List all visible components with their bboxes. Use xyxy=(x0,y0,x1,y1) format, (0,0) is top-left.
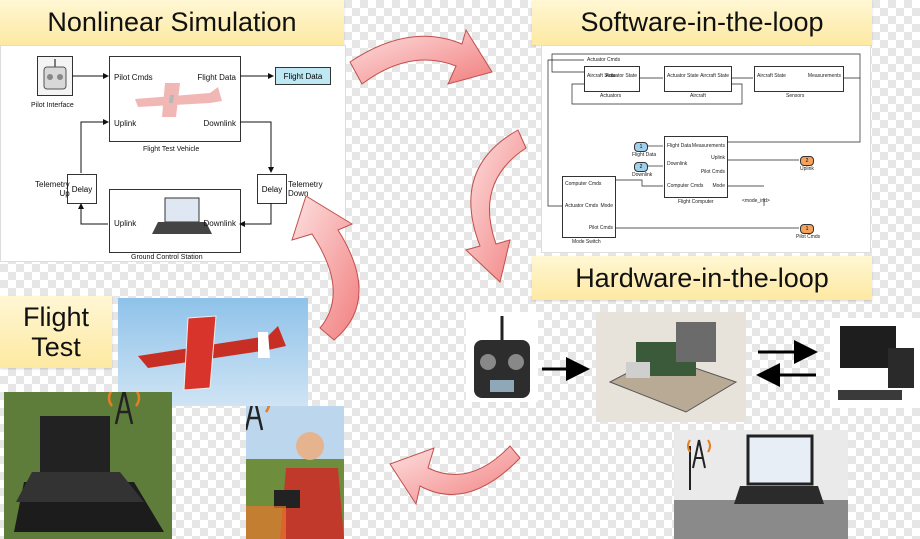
airplane-in-flight-photo xyxy=(118,298,308,406)
outport-2: 2 xyxy=(634,162,648,172)
desktop-computer-photo xyxy=(830,318,920,408)
delay-left-block: Delay xyxy=(67,174,97,204)
pilot-cmds-port: Pilot Cmds xyxy=(114,73,153,82)
downlink-port: Downlink xyxy=(203,119,236,128)
flight-computer-label: Flight Computer xyxy=(678,199,714,205)
pilot-with-transmitter-photo xyxy=(246,406,344,539)
outport-1: 1 xyxy=(634,142,648,152)
arrow-right xyxy=(465,129,527,283)
inport-1: 1 xyxy=(800,224,814,234)
radio-tower-icon xyxy=(684,434,714,470)
inport-1-label: Pilot Cmds xyxy=(796,234,821,240)
hil-laptop-photo xyxy=(674,430,848,539)
flight-computer-block: Flight Data Downlink Computer Cmds Measu… xyxy=(664,136,728,198)
actuators-block: Actuator Cmds Aircraft State Actuator St… xyxy=(584,57,640,92)
mode-switch-block: Computer Cmds Actuator Cmds Mode Pilot C… xyxy=(562,176,616,238)
arrow-left xyxy=(291,195,360,341)
inport-2-label: Uplink xyxy=(800,166,814,172)
outport-2-label: Downlink xyxy=(632,172,653,178)
flight-data-port: Flight Data xyxy=(197,73,236,82)
aircraft-label: Aircraft xyxy=(690,93,706,99)
radio-tower-icon xyxy=(246,406,274,434)
transmitter-icon xyxy=(43,59,67,90)
sensors-label: Sensors xyxy=(786,93,805,99)
gcs-uplink-port: Uplink xyxy=(114,219,137,228)
flight-test-title: Flight Test xyxy=(0,296,112,368)
pilot-interface-block xyxy=(37,56,73,96)
nonlinear-sim-wires xyxy=(72,73,274,227)
inport-2: 2 xyxy=(800,156,814,166)
arrow-bottom xyxy=(389,445,521,506)
sil-wires xyxy=(547,53,861,229)
uplink-port: Uplink xyxy=(114,119,137,128)
flight-data-output: Flight Data xyxy=(275,67,331,85)
aircraft-block: Actuator State Aircraft State xyxy=(664,66,732,92)
delay-right-block: Delay xyxy=(257,174,287,204)
telemetry-up-label: Telemetry Up xyxy=(35,180,70,198)
ground-control-station-label: Ground Control Station xyxy=(131,254,203,261)
laptop-icon xyxy=(152,197,212,234)
ground-control-station-block: Uplink Downlink xyxy=(109,189,241,253)
laptop-in-field-photo xyxy=(4,392,172,539)
aircraft-image-icon xyxy=(135,83,222,117)
arrow-top xyxy=(349,28,493,85)
mode-goto-tag: <mode_ind> xyxy=(742,198,770,204)
rc-transmitter-photo xyxy=(466,312,538,402)
mode-switch-label: Mode Switch xyxy=(572,239,601,245)
flight-test-vehicle-label: Flight Test Vehicle xyxy=(143,146,200,153)
pilot-interface-label: Pilot Interface xyxy=(31,102,74,109)
nonlinear-sim-diagram: Pilot Interface Pilot Cmds Flight Data U… xyxy=(0,45,346,262)
software-in-the-loop-title: Software-in-the-loop xyxy=(532,0,872,45)
sil-diagram: Actuator Cmds Aircraft State Actuator St… xyxy=(541,45,871,253)
telemetry-down-label: Telemetry Down xyxy=(288,180,323,198)
flight-test-vehicle-block: Pilot Cmds Flight Data Uplink Downlink xyxy=(109,56,241,142)
actuators-label: Actuators xyxy=(600,93,622,99)
radio-tower-icon xyxy=(104,392,144,428)
hardware-in-the-loop-title: Hardware-in-the-loop xyxy=(532,256,872,300)
sensors-block: Aircraft State Measurements xyxy=(754,66,844,92)
outport-1-label: Flight Data xyxy=(632,152,657,158)
nonlinear-simulation-title: Nonlinear Simulation xyxy=(0,0,344,45)
hil-hardware-photo xyxy=(596,312,746,422)
gcs-downlink-port: Downlink xyxy=(203,219,236,228)
